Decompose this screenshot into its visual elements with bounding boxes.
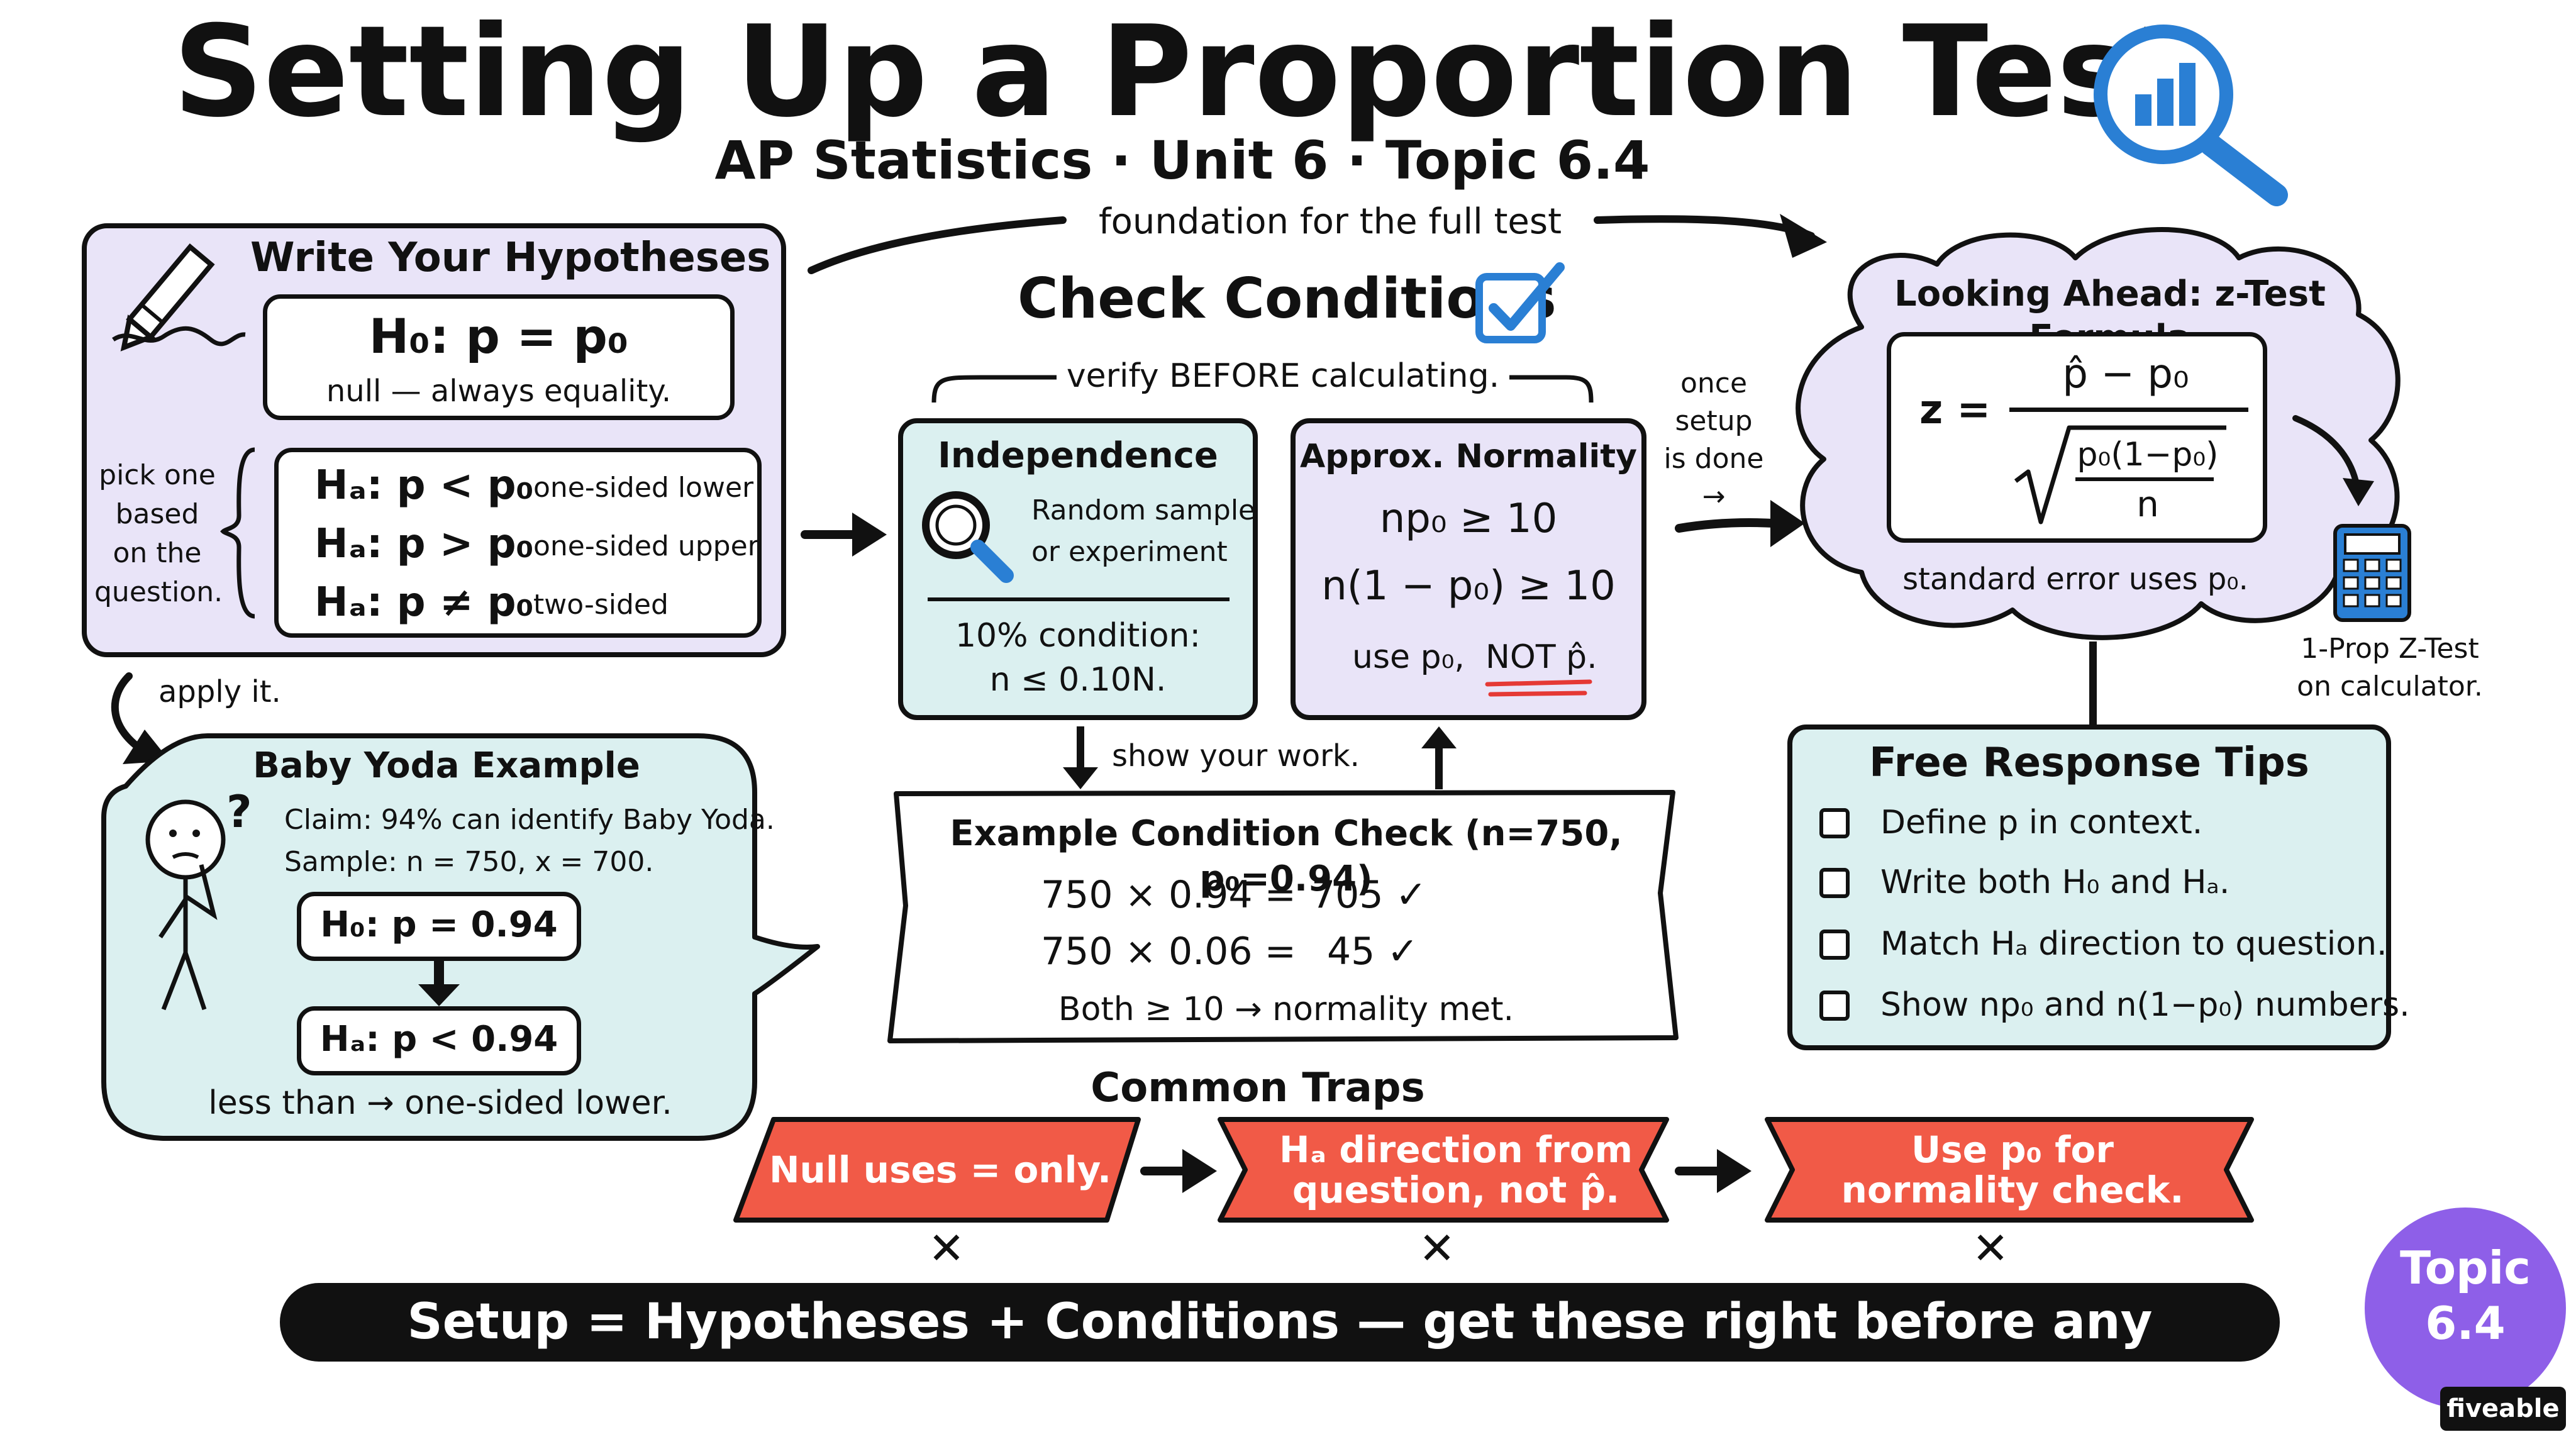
independence-panel (898, 418, 1258, 720)
flow-label: foundation for the full test (1098, 201, 1562, 242)
tip-item-4: Show np₀ and n(1−p₀) numbers. (1880, 986, 2410, 1024)
verify-note: verify BEFORE calculating. (1066, 357, 1500, 395)
trap-3: Use p₀ for normality check. (1841, 1128, 2184, 1211)
formula-box (1887, 332, 2267, 543)
formula-inner-numerator: p₀(1−p₀) (2077, 436, 2219, 474)
pick-one-note: pick one based on the question. (94, 459, 223, 608)
independence-text-1: Random sample (1031, 494, 1256, 526)
example-conclusion: less than → one-sided lower. (208, 1084, 672, 1122)
show-work-note: show your work. (1112, 738, 1360, 774)
alt-upper-formula: Hₐ: p > p₀ (314, 521, 534, 567)
tips-heading: Free Response Tips (1869, 740, 2309, 786)
trap-1: Null uses = only. (769, 1148, 1111, 1191)
formula-inner-denominator: n (2136, 484, 2159, 525)
magnifier-icon (918, 487, 1025, 594)
ten-percent-formula: n ≤ 0.10N. (989, 661, 1167, 699)
calculator-note: 1-Prop Z-Test on calculator. (2297, 633, 2483, 702)
tip-item-2: Write both H₀ and Hₐ. (1880, 863, 2230, 901)
alt-lower-formula: Hₐ: p < p₀ (314, 462, 534, 509)
null-hypothesis-note: null — always equality. (326, 374, 672, 409)
tip-item-3: Match Hₐ direction to question. (1880, 925, 2387, 963)
normality-line-2: n(1 − p₀) ≥ 10 (1321, 563, 1616, 609)
trap-3-x-icon: ✕ (1972, 1223, 2009, 1274)
alt-two-sided-desc: two-sided (533, 589, 669, 621)
thinking-person-icon: ? (132, 786, 258, 1022)
trap-1-x-icon: ✕ (928, 1223, 965, 1274)
alt-lower-desc: one-sided lower (533, 472, 754, 504)
cloud-to-tips-line (2089, 641, 2097, 730)
fiveable-logo: fiveable (2440, 1387, 2566, 1431)
example-check-conclusion: Both ≥ 10 → normality met. (1058, 991, 1514, 1028)
magnifier-chart-icon (2088, 13, 2314, 206)
trap-2-x-icon: ✕ (1418, 1223, 1456, 1274)
normality-line-1: np₀ ≥ 10 (1379, 496, 1558, 542)
tip-checkbox-2[interactable] (1819, 868, 1850, 898)
formula-numerator: p̂ − p₀ (2062, 351, 2189, 397)
apply-label: apply it. (158, 674, 281, 709)
normality-use-note: use p₀, (1352, 638, 1465, 676)
once-setup-note: once setup is done → (1663, 367, 1764, 513)
ten-percent-label: 10% condition: (955, 617, 1201, 655)
checkbox-checked-icon (1472, 258, 1572, 352)
traps-heading: Common Traps (1091, 1065, 1425, 1111)
example-check-heading: Example Condition Check (n=750, p₀=0.94) (950, 813, 1623, 899)
check-row-1-expr: 750 × 0.94 = (1041, 873, 1296, 917)
topic-badge (2365, 1208, 2566, 1409)
normality-heading: Approx. Normality (1299, 438, 1638, 475)
check-row-2-expr: 750 × 0.06 = (1041, 930, 1296, 974)
hypotheses-heading: Write Your Hypotheses (250, 235, 771, 281)
alt-two-sided-formula: Hₐ: p ≠ p₀ (314, 579, 534, 626)
tip-checkbox-1[interactable] (1819, 808, 1850, 838)
example-alt-box (297, 1006, 581, 1075)
formula-fraction-bar (2009, 408, 2248, 412)
example-claim: Claim: 94% can identify Baby Yoda. (284, 804, 775, 836)
top-flow-arrow (0, 0, 2576, 377)
calculator-icon (2330, 521, 2418, 628)
example-null-box (297, 892, 581, 961)
tips-panel (1787, 724, 2391, 1050)
tip-item-1: Define p in context. (1880, 804, 2203, 841)
example-sample: Sample: n = 750, x = 700. (284, 846, 654, 878)
page-title: Setting Up a Proportion Test (173, 0, 2192, 145)
tip-checkbox-4[interactable] (1819, 991, 1850, 1021)
null-hypothesis-box (263, 294, 735, 420)
independence-text-2: or experiment (1031, 536, 1228, 568)
trap-2: Hₐ direction from question, not p̂. (1279, 1128, 1633, 1211)
alternative-hypotheses-box (274, 448, 762, 638)
independence-heading: Independence (938, 435, 1218, 476)
page-subtitle: AP Statistics · Unit 6 · Topic 6.4 (714, 130, 1650, 191)
example-heading: Baby Yoda Example (253, 745, 640, 786)
conditions-heading: Check Conditions (1018, 266, 1557, 331)
tip-checkbox-3[interactable] (1819, 930, 1850, 960)
example-alt: Hₐ: p < 0.94 (319, 1019, 558, 1060)
topic-badge-label: Topic 6.4 (2400, 1241, 2531, 1350)
formula-note: standard error uses p₀. (1902, 562, 2248, 597)
formula-z: z = (1919, 387, 1991, 433)
null-hypothesis-formula: H₀: p = p₀ (369, 308, 629, 364)
svg-text:?: ? (226, 786, 252, 838)
check-row-1-result: 705 ✓ (1311, 873, 1427, 917)
normality-panel (1291, 418, 1646, 720)
independence-divider (928, 597, 1230, 601)
pencil-icon (101, 233, 252, 358)
alt-upper-desc: one-sided upper (533, 530, 759, 562)
summary-bar: Setup = Hypotheses + Conditions — get th… (280, 1283, 2280, 1429)
normality-not-note: NOT p̂. (1485, 638, 1597, 676)
check-row-2-result: 45 ✓ (1327, 930, 1419, 974)
example-null: H₀: p = 0.94 (320, 904, 558, 945)
